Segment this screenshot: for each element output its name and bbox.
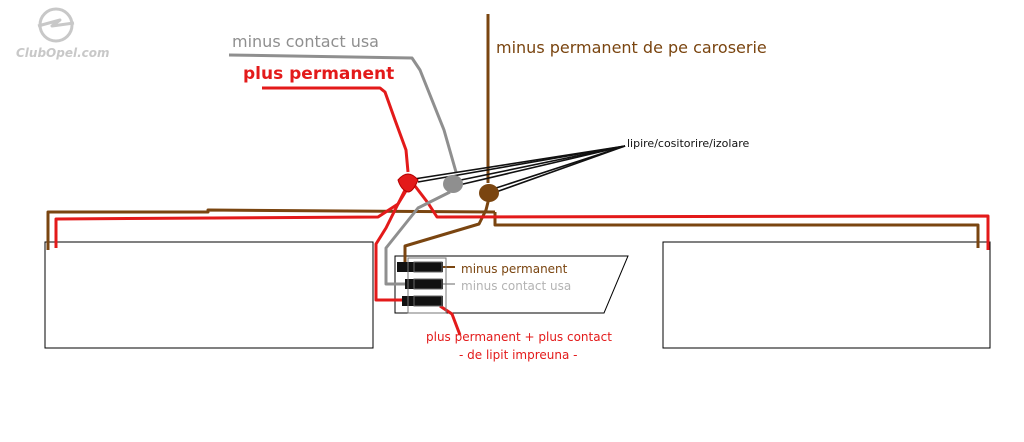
- connector-pin-icon: [402, 295, 443, 307]
- brown-solder-joint-icon: [479, 184, 499, 202]
- connector-housing: [394, 255, 629, 314]
- gray-connector-wire: [384, 190, 451, 286]
- red-left-run-wire: [54, 185, 411, 248]
- red-plus-permanent-feed: [262, 86, 410, 173]
- left-door-panel: [44, 241, 374, 349]
- red-wire-group: [54, 86, 990, 336]
- brown-wire-group: [46, 14, 980, 264]
- label-minus-contact-usa-top: minus contact usa: [232, 32, 379, 51]
- label-connector-minus-contact-usa: minus contact usa: [461, 279, 571, 293]
- label-plus-permanent-top: plus permanent: [243, 64, 394, 84]
- brown-right-run-wire: [493, 212, 980, 248]
- label-connector-minus-permanent: minus permanent: [461, 262, 568, 276]
- brown-connector-wire: [403, 193, 492, 264]
- gray-solder-joint-icon: [443, 175, 463, 193]
- logo-text: ClubOpel.com: [16, 46, 110, 60]
- connector-pin-icon: [397, 261, 455, 273]
- red-connector-wire: [374, 187, 408, 302]
- lipire-pointer-lines: [413, 145, 626, 193]
- red-note-pointer: [439, 304, 462, 336]
- label-plus-note-line2: - de lipit impreuna -: [459, 348, 578, 362]
- brown-left-run-wire: [46, 208, 496, 250]
- connector-pin-icon: [405, 278, 455, 290]
- label-lipire: lipire/cositorire/izolare: [627, 137, 749, 150]
- label-plus-note-line1: plus permanent + plus contact: [426, 330, 612, 344]
- gray-contact-feed: [228, 53, 458, 173]
- red-solder-joint-icon: [397, 173, 419, 193]
- red-right-run-wire: [413, 185, 990, 250]
- connector-pins: [397, 257, 455, 314]
- gray-wire-group: [228, 53, 458, 286]
- opel-logo-icon: ClubOpel.com: [16, 7, 110, 60]
- connector-pin-frame: [407, 257, 447, 314]
- right-door-panel: [662, 241, 991, 349]
- label-minus-permanent-caroserie: minus permanent de pe caroserie: [496, 38, 767, 57]
